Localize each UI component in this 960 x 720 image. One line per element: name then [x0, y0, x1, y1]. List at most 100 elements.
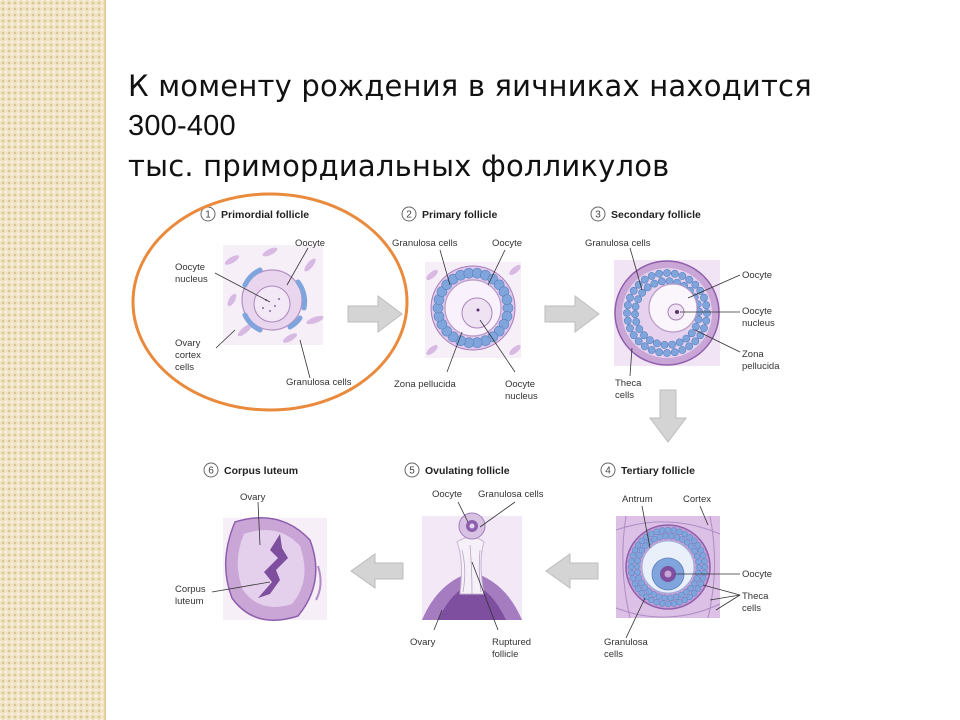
granulosa-cell [670, 527, 678, 534]
stage-4-tissue-image [615, 515, 721, 619]
stage-3-title-text: Secondary follicle [611, 209, 701, 221]
granulosa-cell [701, 569, 708, 577]
granulosa-cell [695, 569, 702, 577]
granulosa-cell [693, 575, 700, 582]
granulosa-cell [667, 594, 674, 602]
stage-4-label-granulosa-1: Granulosa [604, 637, 649, 648]
stage-1-title: 1 Primordial follicle [200, 206, 309, 222]
granulosa-cell [660, 340, 669, 349]
granulosa-cell [629, 331, 638, 340]
side-strip-border [104, 0, 106, 720]
granulosa-cell [646, 336, 654, 344]
stage-2-title-text: Primary follicle [422, 209, 497, 221]
granulosa-cell [695, 564, 703, 571]
stage-3-label-zona-2: pellucida [742, 361, 780, 372]
stage-4-label-granulosa-2: cells [604, 649, 623, 660]
stage-4-number: 4 [605, 466, 611, 477]
granulosa-cell [635, 325, 644, 333]
granulosa-cell [626, 293, 634, 302]
stage-3-label-nucleus-2: nucleus [742, 318, 775, 329]
stage-1-label-ovary-3: cells [175, 362, 194, 373]
stage-5-ovulating-follicle: 5 Ovulating follicle Oocyte Granulosa ce… [404, 462, 544, 660]
granulosa-cell [670, 348, 679, 357]
stage-4-label-antrum: Antrum [622, 494, 653, 505]
arrow-stage-3-to-4 [649, 389, 687, 443]
granulosa-cell [626, 324, 634, 333]
granulosa-cell [647, 346, 656, 354]
granulosa-cell [668, 532, 675, 540]
granulosa-cell [701, 557, 708, 565]
granulosa-cell [628, 569, 635, 577]
granulosa-cell [653, 598, 660, 606]
stage-4-label-oocyte: Oocyte [742, 569, 772, 580]
granulosa-cell [650, 279, 659, 288]
arrow-stage-5-to-6 [350, 553, 404, 589]
granulosa-cell [681, 596, 689, 604]
granulosa-cell [629, 552, 637, 559]
granulosa-cell [691, 547, 698, 555]
granulosa-cell [687, 543, 695, 550]
granulosa-cell [700, 293, 708, 302]
granulosa-cell [692, 322, 700, 331]
stage-5-title-text: Ovulating follicle [425, 465, 510, 477]
granulosa-cell [635, 574, 643, 582]
granulosa-cell [690, 589, 698, 597]
granulosa-cell [638, 547, 646, 554]
granulosa-cell [641, 584, 649, 591]
granulosa-cell [640, 331, 648, 340]
granulosa-cell [670, 269, 679, 278]
granulosa-cell [631, 310, 639, 319]
granulosa-cell [687, 584, 694, 592]
granulosa-cell [623, 309, 631, 317]
granulosa-cell [629, 286, 638, 295]
granulosa-cell [627, 563, 635, 571]
granulosa-cell [683, 588, 690, 596]
stage-3-label-granulosa: Granulosa cells [585, 238, 651, 249]
granulosa-cell [645, 588, 653, 595]
heading-line-1: К моменту рождения в яичниках находится [128, 69, 812, 103]
stage-1-primordial-follicle: 1 Primordial follicle [175, 206, 352, 388]
granulosa-cell [631, 302, 640, 311]
granulosa-cell [662, 532, 669, 540]
stage-5-label-ruptured-2: follicle [492, 649, 518, 660]
granulosa-cell [634, 557, 641, 565]
stage-3-label-oocyte: Oocyte [742, 270, 772, 281]
stage-2-label-oocyte: Oocyte [492, 238, 522, 249]
stage-1-label-oocyte: Oocyte [295, 238, 325, 249]
granulosa-cell [676, 598, 683, 606]
granulosa-cell [647, 530, 655, 538]
granulosa-cell [650, 591, 658, 598]
stage-4-tertiary-follicle: 4 Tertiary follicle Antrum Cortex [600, 462, 772, 660]
heading-number: 300-400 [128, 110, 236, 142]
granulosa-cell [642, 542, 649, 550]
granulosa-cell [697, 580, 705, 588]
granulosa-cell [672, 593, 680, 601]
stage-1-title-text: Primordial follicle [221, 209, 309, 221]
stage-4-label-theca-1: Theca [742, 591, 769, 602]
granulosa-cell [655, 348, 664, 357]
stage-3-label-theca-1: Theca [615, 378, 642, 389]
stage-1-leader-lines [214, 247, 311, 379]
granulosa-cell [697, 546, 705, 554]
stage-3-number: 3 [595, 210, 601, 221]
granulosa-cell [699, 552, 707, 559]
granulosa-cell [664, 600, 672, 608]
granulosa-cell [647, 272, 656, 280]
granulosa-cell [643, 283, 652, 292]
stage-5-label-granulosa: Granulosa cells [478, 489, 544, 500]
stage-1-label-granulosa: Granulosa cells [286, 377, 352, 388]
arrow-stage-4-to-5 [545, 553, 599, 589]
heading-line-2-text: тыс. примордиальных фолликулов [128, 149, 670, 183]
stage-1-number: 1 [205, 210, 211, 221]
granulosa-cell [664, 526, 672, 534]
granulosa-cell [633, 563, 641, 570]
granulosa-cell [623, 316, 632, 325]
granulosa-cell [634, 585, 642, 592]
stage-6-title-text: Corpus luteum [224, 465, 298, 477]
highlight-ring [131, 192, 409, 412]
granulosa-cell [690, 537, 698, 545]
granulosa-cell [634, 337, 643, 346]
granulosa-cell [685, 342, 694, 351]
heading-line-2: 300-400 тыс. примордиальных фолликулов [128, 106, 812, 186]
granulosa-cell [690, 580, 698, 587]
